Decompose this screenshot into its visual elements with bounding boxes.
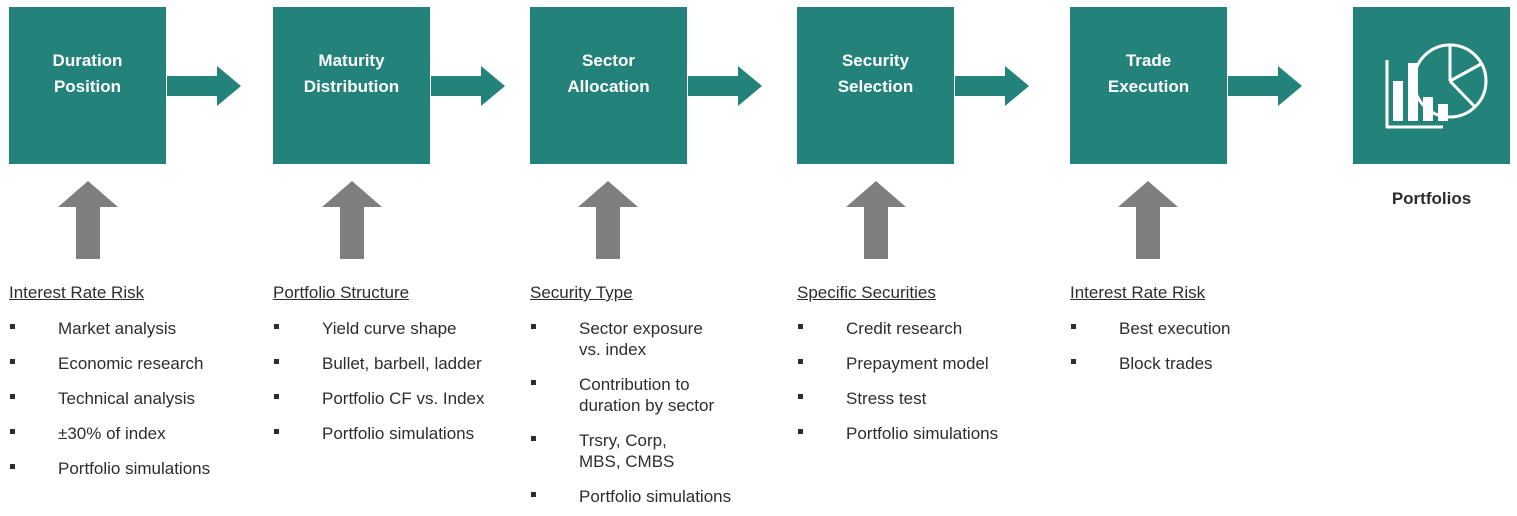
bullet-list: Credit research Prepayment model Stress … bbox=[797, 318, 998, 444]
list-item: Portfolio simulations bbox=[797, 423, 998, 444]
up-arrow-icon bbox=[1118, 181, 1178, 259]
list-item: Trsry, Corp, MBS, CMBS bbox=[530, 430, 731, 472]
step-title: Duration Position bbox=[52, 51, 123, 96]
bullet-square-icon bbox=[531, 380, 536, 385]
up-arrow-icon bbox=[578, 181, 638, 259]
list-item: Portfolio simulations bbox=[9, 458, 210, 479]
bullet-square-icon bbox=[798, 429, 803, 434]
column-security-selection: Specific Securities Credit research Prep… bbox=[797, 282, 998, 444]
bullet-square-icon bbox=[10, 324, 15, 329]
column-maturity-distribution: Portfolio Structure Yield curve shape Bu… bbox=[273, 282, 485, 444]
bullet-square-icon bbox=[274, 359, 279, 364]
column-heading: Portfolio Structure bbox=[273, 283, 410, 302]
up-arrow-icon bbox=[322, 181, 382, 259]
portfolios-label: Portfolios bbox=[1391, 189, 1472, 208]
bullet-square-icon bbox=[1071, 359, 1076, 364]
bullet-list: Sector exposure vs. index Contribution t… bbox=[530, 318, 731, 507]
column-heading: Specific Securities bbox=[797, 283, 936, 302]
column-heading: Security Type bbox=[530, 283, 633, 302]
up-arrow-icon bbox=[58, 181, 118, 259]
step-title: Maturity Distribution bbox=[303, 51, 400, 96]
right-arrow-icon bbox=[431, 66, 505, 106]
right-arrow-icon bbox=[1228, 66, 1302, 106]
list-item: Prepayment model bbox=[797, 353, 998, 374]
column-sector-allocation: Security Type Sector exposure vs. index … bbox=[530, 282, 731, 507]
list-item: Contribution to duration by sector bbox=[530, 374, 731, 416]
column-trade-execution: Interest Rate Risk Best execution Block … bbox=[1070, 282, 1231, 374]
bullet-list: Market analysis Economic research Techni… bbox=[9, 318, 210, 479]
bullet-square-icon bbox=[798, 394, 803, 399]
column-heading: Interest Rate Risk bbox=[1070, 283, 1206, 302]
bullet-square-icon bbox=[531, 324, 536, 329]
column-heading: Interest Rate Risk bbox=[9, 283, 145, 302]
step-title: Trade Execution bbox=[1107, 51, 1190, 96]
step-title: Security Selection bbox=[837, 51, 914, 96]
list-item: ±30% of index bbox=[9, 423, 210, 444]
list-item: Portfolio CF vs. Index bbox=[273, 388, 485, 409]
right-arrow-icon bbox=[955, 66, 1029, 106]
portfolios-box bbox=[1353, 7, 1510, 164]
bullet-square-icon bbox=[531, 492, 536, 497]
up-arrow-icon bbox=[846, 181, 906, 259]
list-item: Bullet, barbell, ladder bbox=[273, 353, 485, 374]
list-item: Market analysis bbox=[9, 318, 210, 339]
list-item: Technical analysis bbox=[9, 388, 210, 409]
bullet-square-icon bbox=[798, 324, 803, 329]
right-arrow-icon bbox=[688, 66, 762, 106]
step-box-sector-allocation: Sector Allocation bbox=[530, 7, 687, 164]
chart-portfolio-icon bbox=[1385, 43, 1488, 129]
step-box-trade-execution: Trade Execution bbox=[1070, 7, 1227, 164]
list-item: Block trades bbox=[1070, 353, 1231, 374]
bullet-list: Best execution Block trades bbox=[1070, 318, 1231, 374]
column-duration-position: Interest Rate Risk Market analysis Econo… bbox=[9, 282, 210, 479]
bullet-square-icon bbox=[274, 429, 279, 434]
bullet-square-icon bbox=[798, 359, 803, 364]
step-box-duration-position: Duration Position bbox=[9, 7, 166, 164]
list-item: Portfolio simulations bbox=[273, 423, 485, 444]
step-title: Sector Allocation bbox=[567, 51, 650, 96]
list-item: Stress test bbox=[797, 388, 998, 409]
step-box-maturity-distribution: Maturity Distribution bbox=[273, 7, 430, 164]
list-item: Sector exposure vs. index bbox=[530, 318, 731, 360]
list-item: Credit research bbox=[797, 318, 998, 339]
step-box-security-selection: Security Selection bbox=[797, 7, 954, 164]
bullet-square-icon bbox=[10, 394, 15, 399]
right-arrow-icon bbox=[167, 66, 241, 106]
list-item: Yield curve shape bbox=[273, 318, 485, 339]
list-item: Best execution bbox=[1070, 318, 1231, 339]
bullet-square-icon bbox=[274, 324, 279, 329]
bullet-square-icon bbox=[1071, 324, 1076, 329]
bullet-square-icon bbox=[531, 436, 536, 441]
list-item: Economic research bbox=[9, 353, 210, 374]
list-item: Portfolio simulations bbox=[530, 486, 731, 507]
bullet-square-icon bbox=[10, 359, 15, 364]
bullet-square-icon bbox=[274, 394, 279, 399]
bullet-list: Yield curve shape Bullet, barbell, ladde… bbox=[273, 318, 485, 444]
bullet-square-icon bbox=[10, 464, 15, 469]
bullet-square-icon bbox=[10, 429, 15, 434]
